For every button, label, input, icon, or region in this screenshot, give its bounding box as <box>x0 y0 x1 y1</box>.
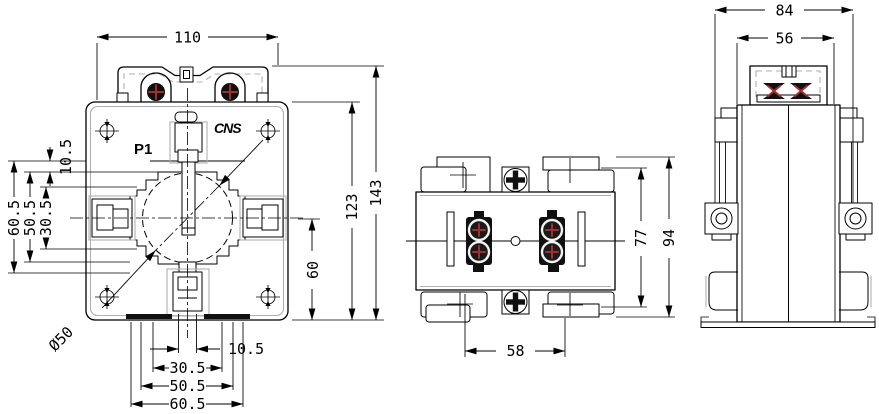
dim-bottom-outer: 60.5 <box>169 395 205 413</box>
foot-tab <box>542 303 600 318</box>
screw-slot <box>794 85 808 97</box>
lower-foot <box>708 271 738 311</box>
hanger-tab <box>839 107 858 119</box>
cover-bolt-head <box>183 70 190 79</box>
terminal-mark <box>547 210 557 218</box>
dim-inner-width: 56 <box>775 30 793 48</box>
terminal-screw-icon <box>790 83 812 91</box>
front-cover-tab <box>256 92 269 103</box>
dim-center-to-base: 60 <box>304 261 322 279</box>
front-terminal-dome <box>140 72 172 102</box>
clamp-foot <box>845 233 866 241</box>
front-view: Ø50 P1 CNS 110 60 123 143 10.5 <box>5 29 385 414</box>
terminal-mark <box>473 264 484 272</box>
dim-height-body: 123 <box>343 193 361 220</box>
dim-core-diameter: Ø50 <box>45 323 77 355</box>
dim-outer-width: 84 <box>775 2 793 20</box>
slot <box>446 211 455 267</box>
clamp-screw-icon <box>715 212 728 225</box>
clamp-screw-icon <box>844 207 867 230</box>
top-view: 58 77 94 <box>406 156 678 360</box>
terminal-screw-icon <box>790 91 812 99</box>
diameter-leader-centerline <box>155 185 220 251</box>
clamp-foot <box>711 233 732 241</box>
clamp-screw-icon <box>849 212 862 225</box>
phillips-cross <box>512 170 519 190</box>
hanger-tab <box>714 117 739 143</box>
dim-width: 110 <box>174 29 201 47</box>
side-screw-right-tip <box>246 208 263 229</box>
clamp-screw-tip <box>181 227 196 236</box>
mounting-foot-bar <box>126 314 172 319</box>
terminal-mark <box>548 264 559 272</box>
foot-tab <box>425 304 471 323</box>
phillips-screw-icon <box>503 290 528 314</box>
screw-slot <box>767 85 781 97</box>
diameter-leader <box>101 250 156 309</box>
slot <box>577 211 586 267</box>
cover-bolt <box>781 65 797 78</box>
bottom-terminal-outline <box>166 268 210 317</box>
dim-top-width: 58 <box>506 342 524 360</box>
clamp-screw-cap <box>174 111 198 123</box>
base-plate <box>700 321 876 328</box>
clamp-screw-shaft <box>181 161 196 236</box>
side-view: 84 56 <box>700 2 876 328</box>
dim-bottom-inner: 30.5 <box>169 359 205 377</box>
side-screw-left-tip <box>112 208 129 229</box>
base-hook <box>867 316 876 322</box>
foot-tab <box>420 166 467 193</box>
phillips-screw-icon <box>503 168 528 192</box>
dim-left-offset: 10.5 <box>57 139 75 175</box>
terminal-screw-icon <box>763 83 785 91</box>
clamp-screw-collar <box>177 149 199 163</box>
terminal-mark <box>474 211 484 218</box>
dim-left-outer: 60.5 <box>5 200 23 236</box>
foot-tab <box>547 169 615 193</box>
front-terminal-dome <box>214 72 246 102</box>
mounting-foot-bar <box>204 314 250 319</box>
diameter-leader <box>219 139 264 186</box>
dim-left-mid: 50.5 <box>21 200 39 236</box>
terminal-label-p1: P1 <box>134 141 152 158</box>
core-window <box>129 171 246 265</box>
hanger-tab <box>839 117 864 143</box>
clamp-screw-icon <box>710 207 733 230</box>
base-hook <box>700 316 709 322</box>
dim-bottom-offset: 10.5 <box>228 340 264 358</box>
foot-tab <box>542 156 600 171</box>
hanger-tab <box>720 107 739 119</box>
dim-left-inner: 30.5 <box>37 200 55 236</box>
phillips-cross <box>512 292 519 312</box>
clamp-screw-body <box>174 122 203 153</box>
dim-height-total: 143 <box>367 179 385 206</box>
dim-depth-outer: 94 <box>660 229 678 247</box>
dim-bottom-mid: 50.5 <box>169 377 205 395</box>
terminal-screw-icon <box>763 91 785 99</box>
lower-foot <box>839 271 869 311</box>
front-cover-tab <box>116 92 129 103</box>
dim-depth-inner: 77 <box>632 229 650 247</box>
cover-bolt <box>179 66 194 83</box>
terminal-strip <box>756 94 821 103</box>
center-hole <box>510 236 521 246</box>
brand-logo: CNS <box>214 120 242 136</box>
